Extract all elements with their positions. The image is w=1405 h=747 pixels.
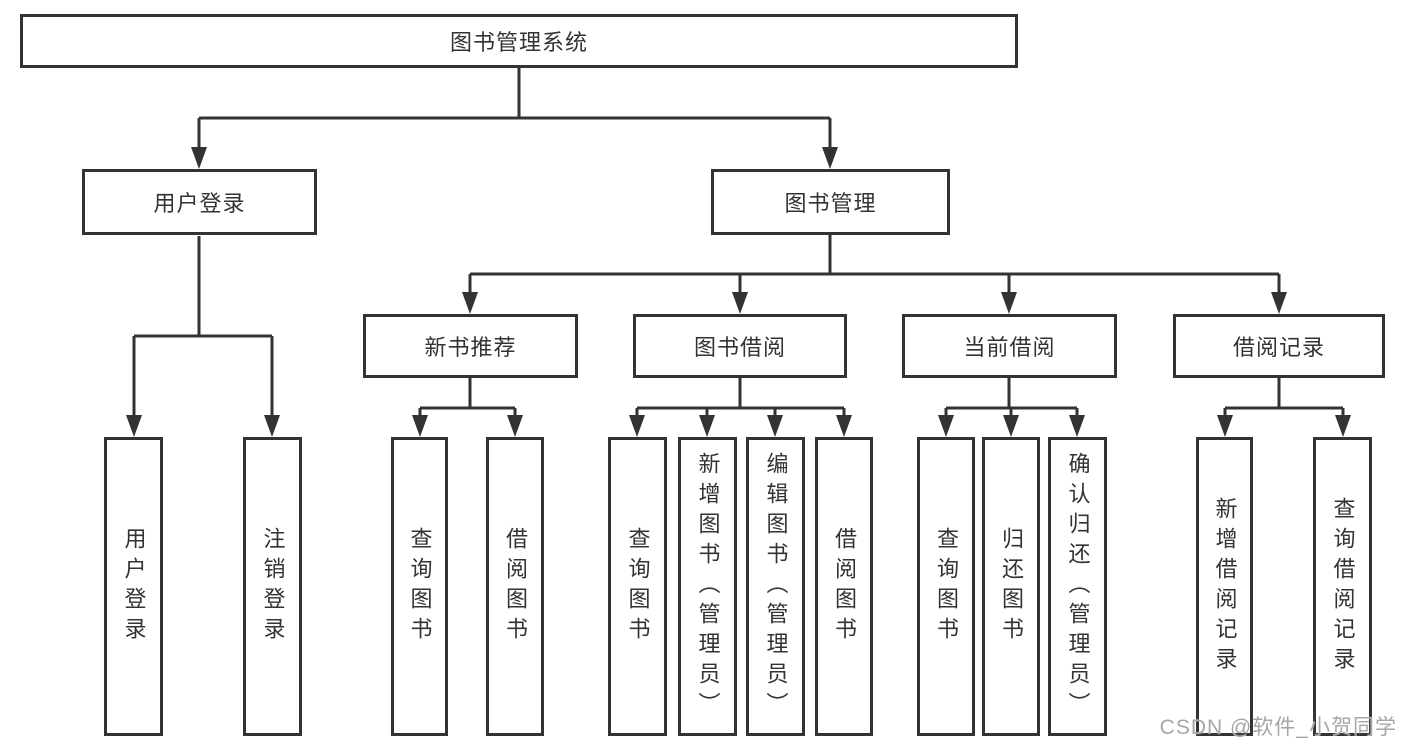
leaf-query-books-current: 查询图书: [917, 437, 975, 736]
node-label: 编辑图书（管理员）: [763, 451, 789, 722]
leaf-add-borrow-record: 新增借阅记录: [1196, 437, 1253, 736]
node-label: 新书推荐: [424, 335, 517, 360]
leaf-query-books-borrowing: 查询图书: [608, 437, 667, 736]
node-label: 图书借阅: [693, 335, 786, 360]
leaf-add-book-admin: 新增图书（管理员）: [678, 437, 737, 736]
node-label: 用户登录: [153, 191, 246, 216]
node-label: 查询借阅记录: [1330, 496, 1356, 677]
node-label: 查询图书: [625, 526, 651, 647]
leaf-return-book: 归还图书: [982, 437, 1040, 736]
leaf-confirm-return-admin: 确认归还（管理员）: [1048, 437, 1107, 736]
csdn-watermark: CSDN @软件_小贺同学: [1159, 716, 1397, 739]
leaf-borrow-books-recommend: 借阅图书: [486, 437, 544, 736]
node-label: 图书管理系统: [449, 30, 588, 55]
node-label: 借阅图书: [503, 526, 528, 647]
node-label: 确认归还（管理员）: [1065, 451, 1091, 722]
node-book-borrowing: 图书借阅: [633, 314, 847, 378]
node-label: 图书管理: [784, 191, 877, 216]
node-user-login: 用户登录: [82, 169, 317, 235]
leaf-query-borrow-record: 查询借阅记录: [1313, 437, 1372, 736]
node-book-management: 图书管理: [711, 169, 950, 235]
node-label: 新增借阅记录: [1212, 496, 1238, 677]
node-label: 查询图书: [934, 526, 959, 647]
connector-path: [132, 68, 1345, 418]
node-label: 借阅图书: [832, 526, 857, 647]
leaf-edit-book-admin: 编辑图书（管理员）: [746, 437, 805, 736]
leaf-query-books-recommend: 查询图书: [391, 437, 448, 736]
node-label: 当前借阅: [963, 335, 1056, 360]
arrowheads: [126, 147, 1351, 437]
node-new-book-recommendation: 新书推荐: [363, 314, 578, 378]
node-label: 归还图书: [999, 526, 1024, 647]
node-current-borrowing: 当前借阅: [902, 314, 1117, 378]
leaf-logout: 注销登录: [243, 437, 302, 736]
leaf-user-login: 用户登录: [104, 437, 163, 736]
node-label: 查询图书: [407, 526, 433, 647]
node-label: 新增图书（管理员）: [695, 451, 721, 722]
node-borrowing-records: 借阅记录: [1173, 314, 1385, 378]
leaf-borrow-books-borrowing: 借阅图书: [815, 437, 873, 736]
node-library-management-system: 图书管理系统: [20, 14, 1018, 68]
node-label: 用户登录: [121, 526, 147, 647]
node-label: 借阅记录: [1232, 335, 1325, 360]
node-label: 注销登录: [260, 526, 286, 647]
